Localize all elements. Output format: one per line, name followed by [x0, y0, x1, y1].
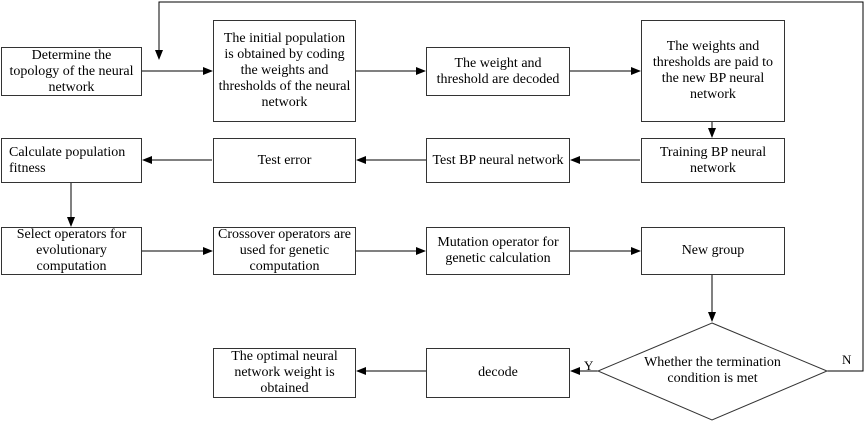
decode-weights-box: The weight and threshold are decoded — [426, 47, 570, 96]
termination-decision-diamond — [596, 322, 829, 421]
test-bp-box: Test BP neural network — [426, 138, 570, 183]
optimal-weight-box: The optimal neural network weight is obt… — [213, 348, 356, 398]
decode-box: decode — [426, 348, 570, 398]
initial-population-box: The initial population is obtained by co… — [213, 20, 356, 122]
mutation-operator-box: Mutation operator for genetic calculatio… — [426, 227, 570, 275]
arrow-loop-no — [155, 1, 864, 372]
test-error-box: Test error — [213, 138, 356, 183]
population-fitness-box: Calculate population fitness — [1, 138, 142, 183]
new-group-box: New group — [641, 227, 785, 275]
determine-topology-box: Determine the topology of the neural net… — [1, 47, 142, 96]
training-bp-box: Training BP neural network — [641, 138, 785, 183]
paid-to-bp-box: The weights and thresholds are paid to t… — [641, 20, 785, 122]
crossover-operators-box: Crossover operators are used for genetic… — [213, 227, 356, 275]
termination-condition-label: Whether the termination condition is met — [644, 355, 781, 386]
branch-label-yes: Y — [584, 358, 594, 373]
select-operators-box: Select operators for evolutionary comput… — [1, 227, 142, 275]
branch-label-no: N — [842, 352, 852, 367]
